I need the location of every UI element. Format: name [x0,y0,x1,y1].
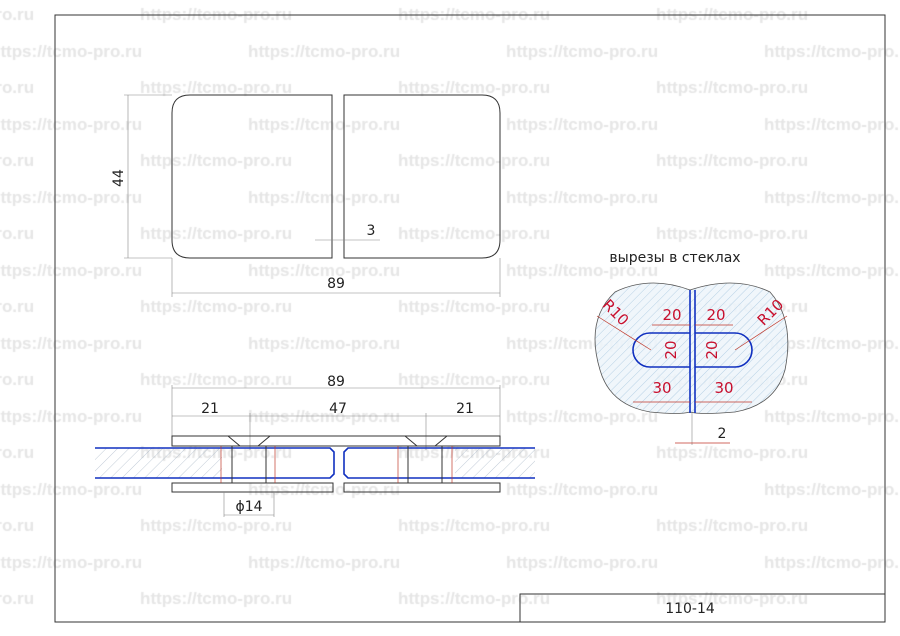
depth-right: 30 [714,379,733,397]
glass-outline [594,282,789,414]
height-right: 20 [703,340,721,359]
cutout-right [695,332,753,368]
bottom-plate-right [343,482,501,493]
width-left: 20 [662,306,681,324]
cutout-gap-dimension: 2 [718,426,727,442]
height-dimension: 44 [111,169,127,187]
sheet-frame [54,14,886,623]
right-plate-outline [343,94,501,259]
depth-left: 30 [652,379,671,397]
section-right-dimension: 21 [456,401,474,417]
hole-diameter-dimension: ϕ14 [235,499,262,515]
section-middle-dimension: 47 [329,401,347,417]
cutout-left [632,332,690,368]
bolt-right [407,445,443,484]
cutout-title: вырезы в стеклах [609,250,740,266]
bottom-plate-left [171,482,334,493]
left-plate-outline [171,94,333,259]
gap-dimension: 3 [367,223,376,239]
section-view: 89 21 47 21 ϕ14 [95,374,535,517]
height-left: 20 [662,340,680,359]
top-clamp-plate [171,435,501,447]
width-dimension: 89 [327,276,345,292]
width-right: 20 [706,306,725,324]
section-total-dimension: 89 [327,374,345,390]
glass-right [343,447,535,479]
bolt-left [231,445,267,484]
top-view: 44 89 3 [111,94,501,297]
drawing-code: 110-14 [665,601,715,617]
glass-left [95,447,335,479]
cutout-detail: вырезы в стеклах 20 20 20 20 30 30 R10 R… [594,250,789,445]
title-block: 110-14 [519,593,886,623]
section-left-dimension: 21 [201,401,219,417]
